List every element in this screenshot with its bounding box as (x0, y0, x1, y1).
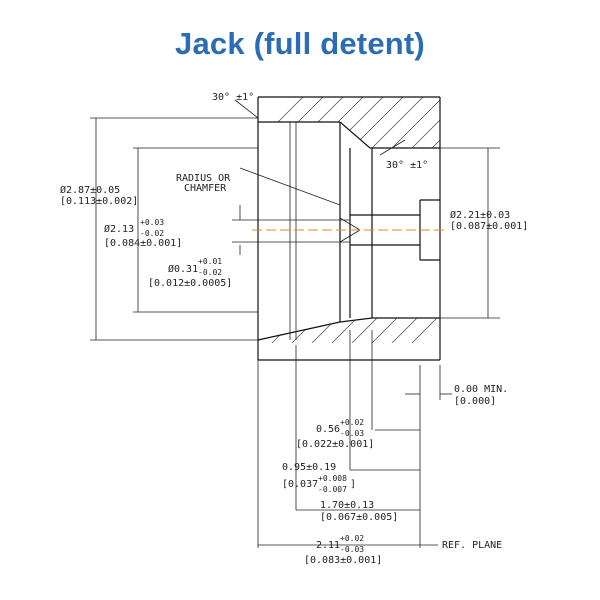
dia-031-inch-label: [0.012±0.0005] (148, 278, 232, 289)
top-section-hatching (258, 97, 440, 148)
dia-221-inch-label: [0.087±0.001] (450, 221, 528, 232)
radius-label-2: CHAMFER (184, 183, 227, 194)
len-211-tol-minus: -0.03 (340, 545, 364, 554)
dia-031-label: Ø0.31 (168, 263, 198, 275)
len-056-tol-minus: -0.03 (340, 429, 364, 438)
angle-inner-label: 30° ±1° (386, 160, 428, 171)
len-056-tol-plus: +0.02 (340, 418, 364, 427)
right-dimension-lines (440, 147, 500, 319)
len-095-inch-tol-plus: +0.008 (318, 474, 347, 483)
dia-287-label: Ø2.87±0.05 (60, 184, 120, 196)
dia-213-tol-minus: -0.02 (140, 229, 164, 238)
radius-label-1: RADIUS OR (176, 173, 231, 184)
dia-031-tol-minus: -0.02 (198, 268, 222, 277)
len-211-tol-plus: +0.02 (340, 534, 364, 543)
len-095-inch-tol-minus: -0.007 (318, 485, 347, 494)
dia-213-inch-label: [0.084±0.001] (104, 238, 182, 249)
len-056-inch-label: [0.022±0.001] (296, 439, 374, 450)
dia-031-tol-plus: +0.01 (198, 257, 222, 266)
min-label: 0.00 MIN. (454, 384, 508, 395)
diagram-title: Jack (full detent) (175, 26, 425, 61)
len-095-inch-a: [0.037 (282, 479, 318, 490)
len-170-inch-label: [0.067±0.005] (320, 512, 398, 523)
dia-213-tol-plus: +0.03 (140, 218, 164, 227)
len-095-label: 0.95±0.19 (282, 462, 336, 473)
jack-outline (257, 96, 441, 361)
dia-287-inch-label: [0.113±0.002] (60, 196, 138, 207)
left-dimension-lines (90, 117, 350, 341)
angle-top-label: 30° ±1° (212, 92, 254, 103)
len-211-inch-label: [0.083±0.001] (304, 555, 382, 566)
bottom-dimension-lines (257, 330, 452, 548)
len-095-inch-b: ] (350, 479, 356, 490)
len-170-label: 1.70±0.13 (320, 500, 374, 511)
len-211-label: 2.11 (316, 540, 340, 551)
angle-leaders (234, 99, 406, 156)
ref-plane-label: REF. PLANE (442, 540, 502, 551)
min-inch-label: [0.000] (454, 396, 496, 407)
dia-213-label: Ø2.13 (104, 223, 134, 235)
len-056-label: 0.56 (316, 424, 340, 435)
dia-221-label: Ø2.21±0.03 (450, 209, 510, 221)
